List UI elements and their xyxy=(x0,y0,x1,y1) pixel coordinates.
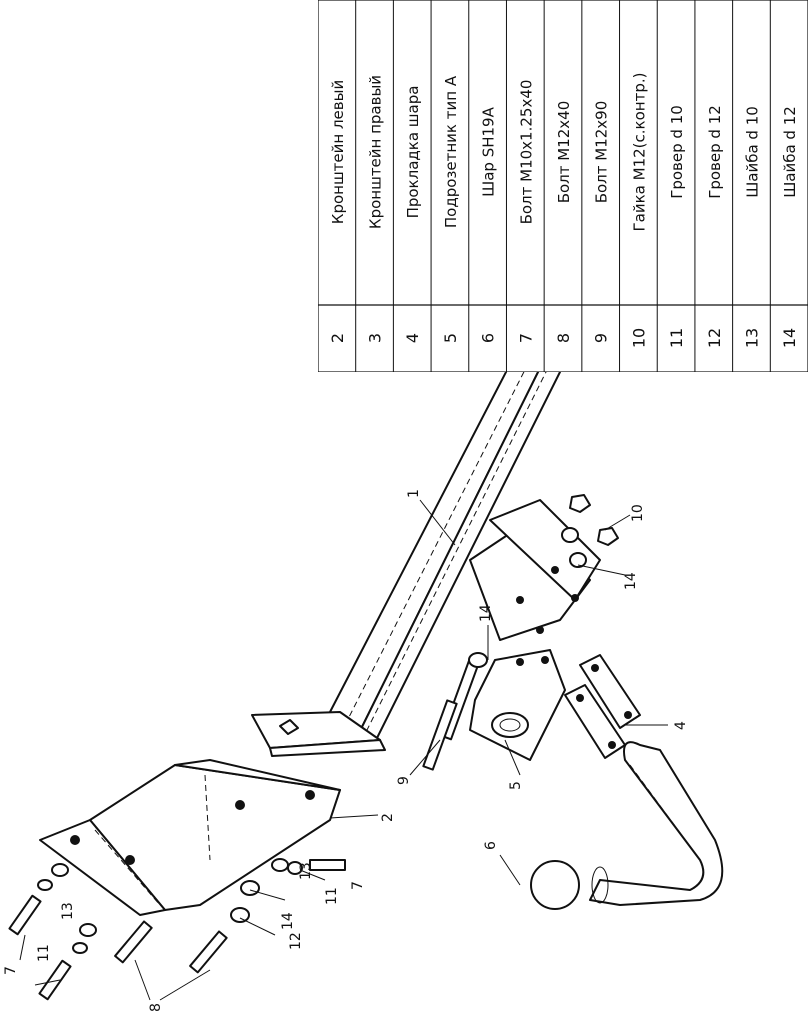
callout-9: 9 xyxy=(396,776,412,785)
socket-plate xyxy=(469,649,566,761)
callout-5: 5 xyxy=(508,781,524,790)
parts-table-num-2: 2 xyxy=(328,333,347,343)
callout-8a: 8 xyxy=(148,1003,164,1012)
parts-table-name-11: Гровер d 10 xyxy=(668,105,686,199)
callout-10: 10 xyxy=(630,504,646,522)
callout-13b: 13 xyxy=(298,862,314,880)
callout-14b: 14 xyxy=(623,572,639,590)
callout-11b: 11 xyxy=(324,887,340,905)
parts-table-name-3: Кронштейн правый xyxy=(367,75,385,229)
ball-spacers xyxy=(564,654,641,759)
parts-table-name-7: Болт М10х1.25х40 xyxy=(517,80,535,225)
callout-2: 2 xyxy=(380,813,396,822)
left-bracket xyxy=(39,759,341,916)
tow-bar-beam xyxy=(251,317,651,757)
parts-table-num-6: 6 xyxy=(479,333,498,343)
parts-table-num-7: 7 xyxy=(516,333,535,343)
parts-table-name-8: Болт М12х40 xyxy=(555,101,573,204)
callout-7b: 7 xyxy=(350,881,366,890)
parts-table-name-2: Кронштейн левый xyxy=(329,80,347,224)
callout-14a: 14 xyxy=(478,604,494,622)
parts-table-name-6: Шар SH19A xyxy=(480,106,498,196)
parts-table-num-14: 14 xyxy=(780,328,799,348)
parts-table-num-11: 11 xyxy=(667,328,686,348)
parts-table-name-13: Шайба d 10 xyxy=(743,106,761,198)
parts-table-num-3: 3 xyxy=(366,333,385,343)
callout-12a: 12 xyxy=(288,932,304,950)
callout-14c: 14 xyxy=(280,912,296,930)
parts-table-name-4: Прокладка шара xyxy=(404,86,422,219)
parts-table-name-12: Гровер d 12 xyxy=(706,105,724,199)
tow-ball xyxy=(530,741,724,910)
parts-table-num-4: 4 xyxy=(403,333,422,343)
parts-table-num-10: 10 xyxy=(629,328,648,348)
callout-13a: 13 xyxy=(60,902,76,920)
parts-table-name-9: Болт М12х90 xyxy=(593,101,611,204)
callout-11a: 11 xyxy=(36,944,52,962)
parts-table-grid: 2 Кронштейн левый 3 Кронштейн правый 4 Прокла… xyxy=(318,0,808,372)
parts-table: 2 Кронштейн левый 3 Кронштейн правый 4 Прокла… xyxy=(318,0,808,372)
parts-table-name-14: Шайба d 12 xyxy=(781,106,799,198)
parts-table-num-8: 8 xyxy=(554,333,573,343)
callout-4: 4 xyxy=(673,721,689,730)
parts-table-num-9: 9 xyxy=(592,333,611,343)
callout-1: 1 xyxy=(406,489,422,498)
parts-table-num-5: 5 xyxy=(441,333,460,343)
parts-table-name-10: Гайка М12(с.контр.) xyxy=(630,73,648,232)
callout-7a: 7 xyxy=(3,966,19,975)
parts-table-name-5: Подрозетник тип А xyxy=(442,75,460,228)
callout-6: 6 xyxy=(483,841,499,850)
parts-table-num-12: 12 xyxy=(705,328,724,348)
parts-table-num-13: 13 xyxy=(742,328,761,348)
